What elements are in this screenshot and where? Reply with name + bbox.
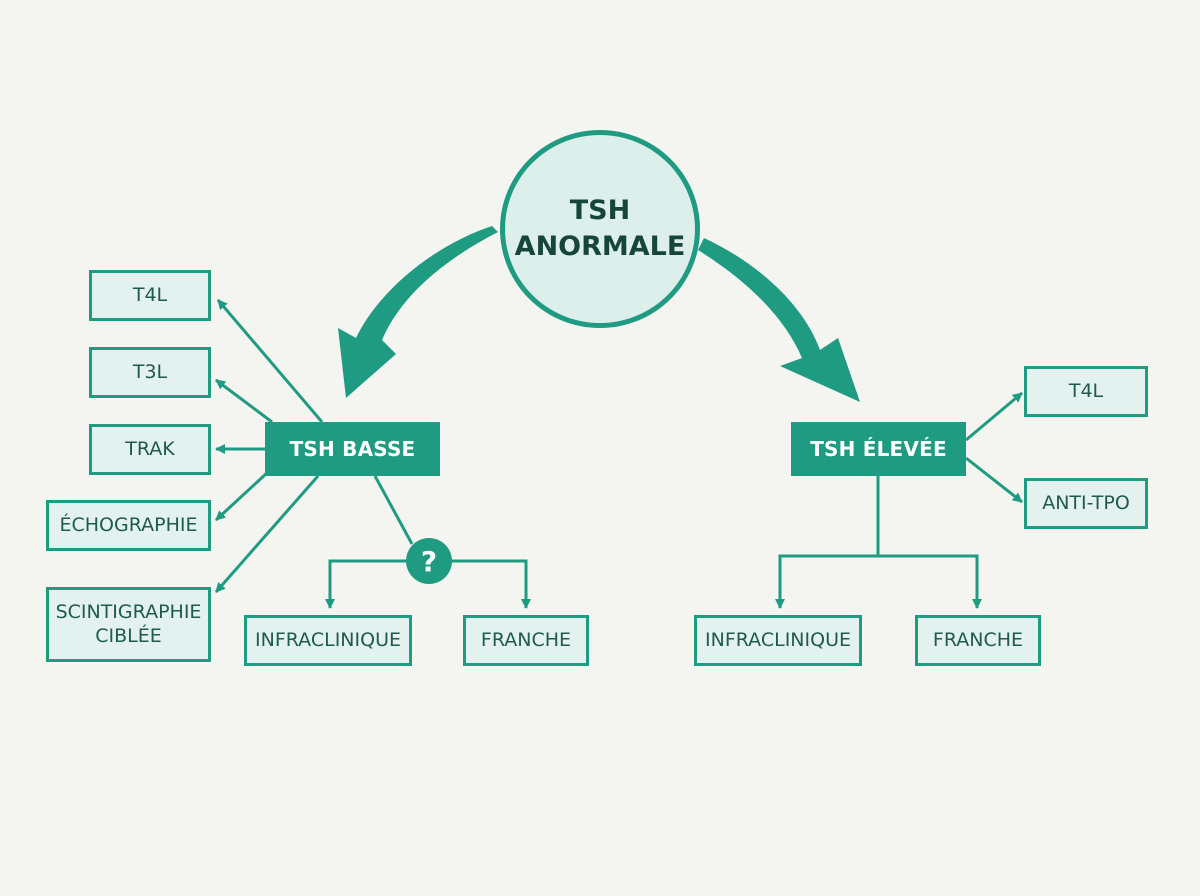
connector-high-franche [878, 554, 982, 609]
low-test-connectors [214, 299, 531, 609]
high-connectors [775, 391, 1023, 609]
low-test-trak-label: TRAK [125, 437, 175, 460]
low-outcome-infraclinique: INFRACLINIQUE [244, 615, 412, 666]
root-to-high-arrow [698, 238, 860, 402]
connector-high-antitpo [965, 456, 1023, 504]
low-test-t3l: T3L [89, 347, 211, 398]
high-test-anti-tpo-label: ANTI-TPO [1042, 491, 1130, 514]
root-line-2: ANORMALE [514, 231, 686, 262]
high-outcome-franche: FRANCHE [915, 615, 1041, 666]
connector-low-t3l [215, 378, 273, 424]
low-test-scintigraphie: SCINTIGRAPHIE CIBLÉE [46, 587, 211, 662]
connector-low-decision [373, 475, 414, 545]
connector-decision-infraclinique [325, 559, 406, 609]
low-test-t3l-label: T3L [132, 360, 168, 383]
low-outcome-infraclinique-label: INFRACLINIQUE [255, 628, 401, 651]
low-test-echographie: ÉCHOGRAPHIE [46, 500, 211, 551]
connector-low-echo [214, 470, 270, 522]
low-test-t4l: T4L [89, 270, 211, 321]
connector-low-t4l [216, 299, 324, 423]
low-test-scintigraphie-line-1: SCINTIGRAPHIE [55, 600, 202, 623]
connector-decision-franche [451, 559, 531, 609]
hub-tsh-basse: TSH BASSE [265, 422, 440, 476]
low-test-echographie-label: ÉCHOGRAPHIE [59, 513, 198, 536]
low-outcome-franche-label: FRANCHE [480, 628, 572, 651]
decision-question-mark-label: ? [420, 544, 438, 578]
root-to-low-arrow [338, 226, 498, 398]
high-outcome-infraclinique: INFRACLINIQUE [694, 615, 862, 666]
low-test-trak: TRAK [89, 424, 211, 475]
high-outcome-franche-label: FRANCHE [932, 628, 1024, 651]
high-outcome-infraclinique-label: INFRACLINIQUE [705, 628, 851, 651]
root-node-tsh-anormale: TSH ANORMALE [500, 130, 700, 328]
high-test-t4l-label: T4L [1068, 379, 1104, 402]
high-test-anti-tpo: ANTI-TPO [1024, 478, 1148, 529]
low-test-scintigraphie-line-2: CIBLÉE [95, 624, 162, 647]
low-test-t4l-label: T4L [132, 283, 168, 306]
hub-tsh-elevee-label: TSH ÉLEVÉE [810, 436, 947, 461]
connector-high-infraclinique [775, 554, 878, 609]
hub-tsh-basse-label: TSH BASSE [289, 436, 416, 461]
connector-high-t4l [965, 391, 1023, 442]
connector-low-scinti [214, 475, 320, 593]
root-line-1: TSH [569, 194, 631, 226]
low-outcome-franche: FRANCHE [463, 615, 589, 666]
decision-question-mark: ? [406, 538, 452, 584]
hub-tsh-elevee: TSH ÉLEVÉE [791, 422, 966, 476]
high-test-t4l: T4L [1024, 366, 1148, 417]
